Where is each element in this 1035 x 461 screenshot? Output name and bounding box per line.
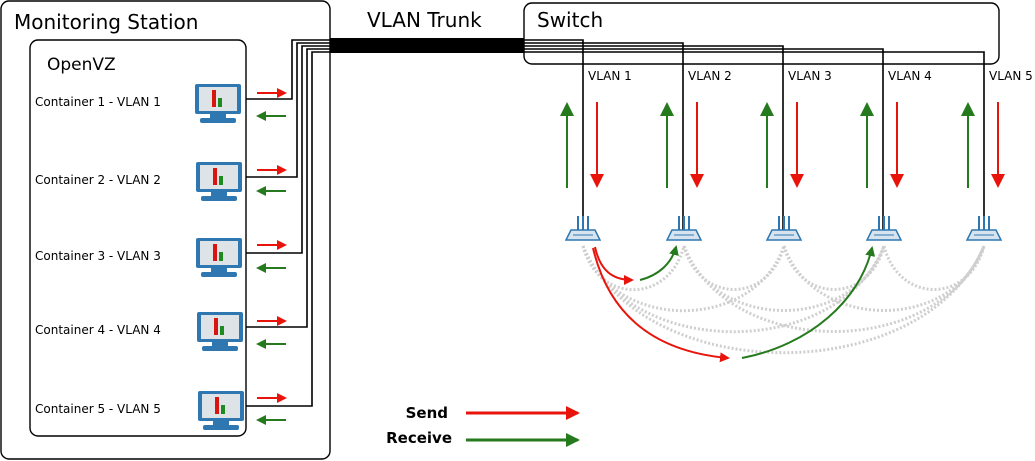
mesh-link: [581, 245, 986, 355]
trunk-wire: [246, 42, 330, 178]
mesh-link: [682, 245, 786, 291]
router-icon: [765, 216, 803, 241]
monitoring-station-box: [0, 0, 331, 460]
container-1: Container 1 - VLAN 1: [35, 84, 287, 123]
container-2: Container 2 - VLAN 2: [35, 162, 287, 201]
mesh-link: [882, 245, 986, 291]
container-5: Container 5 - VLAN 5: [35, 391, 287, 430]
vlan-routers: [564, 216, 1003, 241]
openvz-title: OpenVZ: [47, 55, 116, 75]
traffic-flows: [592, 245, 876, 363]
vlan-label-2: VLAN 2: [688, 69, 732, 83]
trunk-bundle: [330, 38, 524, 53]
router-icon: [564, 216, 602, 241]
vlan-trunk-label: VLAN Trunk: [367, 8, 482, 32]
flow-send-short: [594, 246, 634, 285]
router-icon: [865, 216, 903, 241]
legend: Send Receive: [386, 404, 580, 447]
router-icon: [965, 216, 1003, 241]
container-3: Container 3 - VLAN 3: [35, 238, 287, 277]
flow-receive-short: [639, 245, 679, 281]
vlan-label-4: VLAN 4: [888, 69, 932, 83]
trunk-wire: [246, 39, 330, 100]
vlan-uplink: [524, 48, 884, 232]
container-list: Container 1 - VLAN 1 Container 2 - VLAN 2…: [35, 84, 287, 430]
vlan-label-1: VLAN 1: [588, 69, 632, 83]
mesh-links: [581, 245, 986, 355]
trunk-wire: [246, 48, 330, 328]
monitor-icon: [196, 162, 242, 201]
mesh-link: [682, 245, 886, 312]
container-label: Container 5 - VLAN 5: [35, 402, 161, 416]
flow-send-long: [592, 247, 730, 363]
monitor-icon: [195, 84, 241, 123]
router-icon: [665, 216, 703, 241]
vlan-uplinks: [524, 39, 985, 236]
vlan-label-5: VLAN 5: [989, 69, 1033, 83]
monitor-icon: [197, 312, 243, 351]
mesh-link: [581, 245, 786, 313]
vlan-uplink: [524, 45, 784, 232]
vlan-traffic-arrows: [560, 102, 1005, 188]
trunk-wires: [246, 38, 524, 407]
container-label: Container 2 - VLAN 2: [35, 173, 161, 187]
container-label: Container 4 - VLAN 4: [35, 323, 161, 337]
mesh-link: [782, 245, 886, 291]
vlan-label-3: VLAN 3: [788, 69, 832, 83]
trunk-wire: [246, 51, 330, 407]
flow-receive-long: [741, 246, 876, 359]
monitoring-station-title: Monitoring Station: [14, 10, 198, 34]
openvz-box: [29, 39, 247, 437]
legend-receive-label: Receive: [386, 429, 452, 447]
container-4: Container 4 - VLAN 4: [35, 312, 287, 351]
vlan-uplink: [524, 39, 584, 236]
monitor-icon: [196, 238, 242, 277]
switch-box: [523, 2, 1000, 65]
switch-title: Switch: [537, 8, 603, 32]
container-label: Container 3 - VLAN 3: [35, 249, 161, 263]
mesh-link: [581, 245, 686, 292]
vlan-uplink: [524, 51, 985, 232]
monitor-icon: [198, 391, 244, 430]
vlan-uplink: [524, 42, 684, 232]
trunk-wire: [246, 45, 330, 254]
container-label: Container 1 - VLAN 1: [35, 95, 161, 109]
legend-send-label: Send: [406, 404, 448, 422]
vlan-labels: VLAN 1 VLAN 2 VLAN 3 VLAN 4 VLAN 5: [588, 69, 1033, 83]
mesh-link: [782, 245, 986, 312]
